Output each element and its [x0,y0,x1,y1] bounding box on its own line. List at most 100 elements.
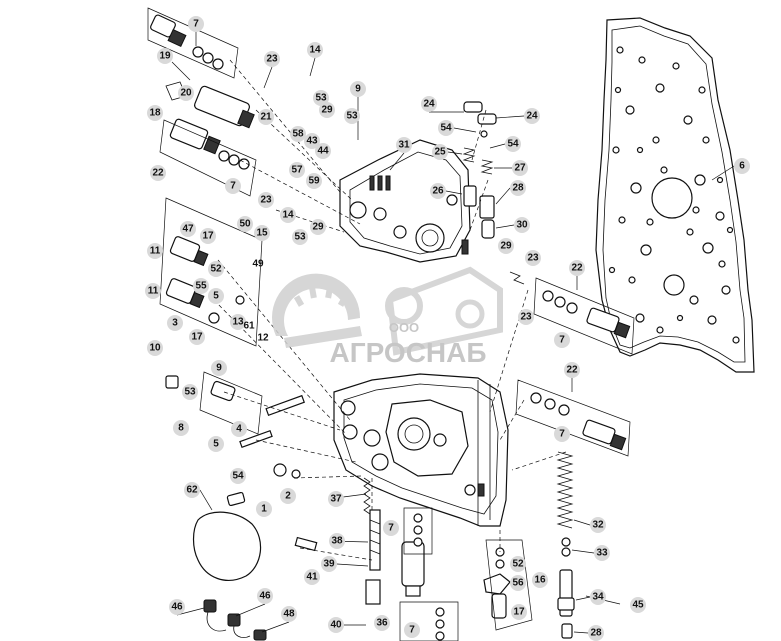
callout-bubble [350,81,366,97]
callout-bubble [147,105,163,121]
callout-bubble [510,180,526,196]
callout-22: 22 [569,260,585,276]
callout-bubble [157,48,173,64]
callout-bubble [169,599,185,615]
callout-number: 18 [149,108,161,119]
callout-number: 22 [566,365,578,376]
callout-bubble [518,309,534,325]
callout-bubble [315,143,331,159]
callout-number: 58 [292,129,304,140]
callout-number: 48 [283,609,295,620]
callout-number: 1 [261,504,267,515]
plain-label-61: 61 [243,321,255,332]
callout-15: 15 [254,225,270,241]
callout-bubble [254,225,270,241]
callout-bubble [182,384,198,400]
callout-37: 37 [328,491,344,507]
solenoid-right-upper [509,271,635,355]
callout-bubble [188,16,204,32]
callout-number: 5 [213,291,219,302]
callout-number: 24 [526,111,538,122]
callout-number: 4 [236,424,242,435]
callout-53: 53 [182,384,198,400]
callout-number: 29 [321,105,333,116]
callout-bubble [430,183,446,199]
callout-10: 10 [147,340,163,356]
callout-7: 7 [225,178,241,194]
callout-bubble [208,261,224,277]
callout-bubble [564,362,580,378]
callout-40: 40 [328,617,344,633]
callout-bubble [383,520,399,536]
callout-number: 23 [260,195,272,206]
callout-number: 7 [409,625,415,636]
callout-bubble [292,229,308,245]
callout-number: 19 [159,51,171,62]
spring-stack-center [294,477,459,641]
callout-53: 53 [292,229,308,245]
callout-58: 58 [290,126,306,142]
callout-number: 24 [423,99,435,110]
callout-number: 43 [306,136,318,147]
callout-55: 55 [193,278,209,294]
callout-3: 3 [167,315,183,331]
callout-bubble [594,545,610,561]
callout-5: 5 [208,436,224,452]
valve-parts-upper-right [462,101,497,239]
callout-11: 11 [147,243,163,259]
callout-bubble [525,250,541,266]
callout-number: 6 [739,161,745,172]
callout-52: 52 [208,261,224,277]
callout-number: 34 [592,592,604,603]
callout-bubble [510,556,526,572]
callout-bubble [421,96,437,112]
callout-bubble [498,238,514,254]
callout-38: 38 [329,533,345,549]
callout-number: 40 [330,620,342,631]
callout-9: 9 [211,360,227,376]
callout-number: 54 [507,139,519,150]
callout-number: 46 [259,591,271,602]
callout-number: 53 [315,93,327,104]
gasket-plate [595,17,755,373]
callout-59: 59 [306,173,322,189]
callout-bubble [173,420,189,436]
callout-27: 27 [512,160,528,176]
callout-bubble [319,102,335,118]
callout-bubble [310,219,326,235]
callout-number: 17 [202,231,214,242]
callout-number: 53 [184,387,196,398]
callout-bubble [290,126,306,142]
upper-valve-housing [339,139,471,263]
callout-number: 53 [346,111,358,122]
callout-number: 17 [513,607,525,618]
callout-46: 46 [257,588,273,604]
callout-33: 33 [594,545,610,561]
callout-bubble [230,468,246,484]
callout-bubble [225,178,241,194]
callout-39: 39 [321,556,337,572]
callout-4: 4 [231,421,247,437]
callout-24: 24 [524,108,540,124]
callout-57: 57 [289,162,305,178]
callout-26: 26 [430,183,446,199]
solenoid-lower-left [159,197,263,347]
valve-group-lower-left [165,371,305,507]
callout-number: 29 [312,222,324,233]
callout-number: 23 [527,253,539,264]
callout-21: 21 [258,109,274,125]
callout-bubble [307,42,323,58]
solenoid-right-lower [515,379,631,457]
callout-number: 46 [171,602,183,613]
callout-number: 9 [355,84,361,95]
callout-29: 29 [498,238,514,254]
callout-bubble [514,217,530,233]
callouts-layer: 7192018231453929532158434457593122723151… [145,16,750,641]
callout-23: 23 [264,51,280,67]
callout-29: 29 [310,219,326,235]
callout-48: 48 [281,606,297,622]
callout-number: 59 [308,176,320,187]
callout-20: 20 [178,85,194,101]
callout-number: 5 [213,439,219,450]
callout-bubble [321,556,337,572]
